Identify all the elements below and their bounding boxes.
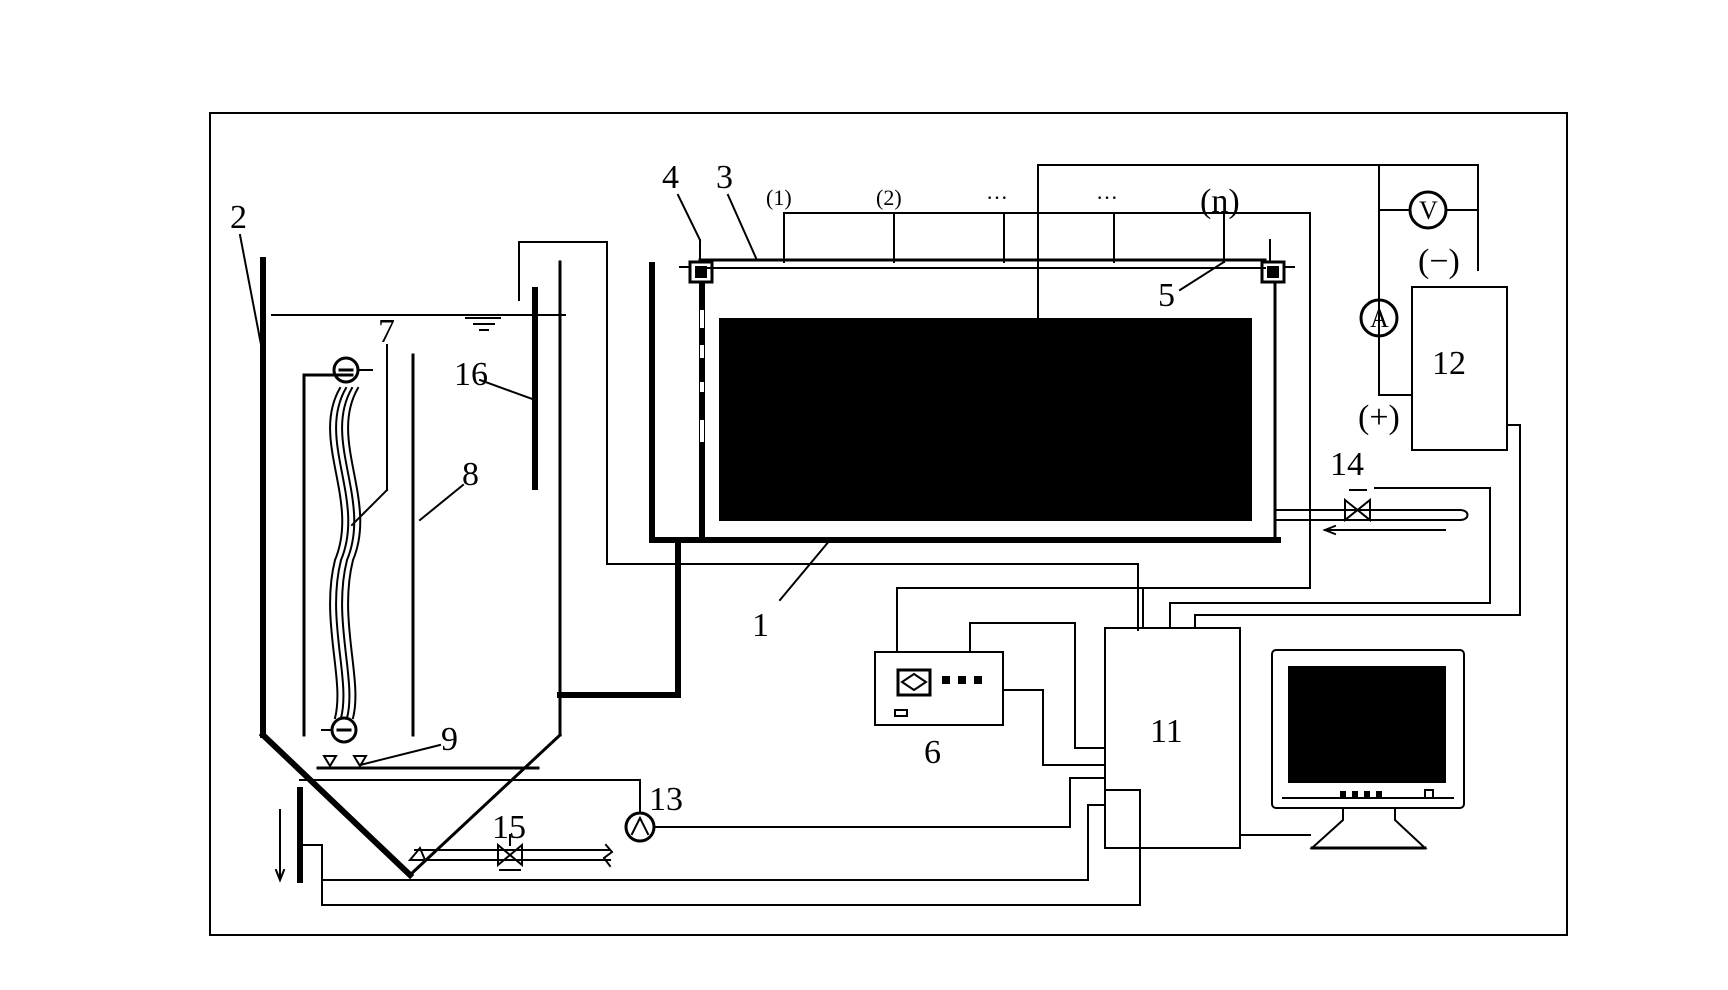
leader-lines bbox=[238, 193, 1226, 767]
inner-draft-tube bbox=[302, 373, 354, 737]
computer-monitor bbox=[1271, 649, 1465, 850]
probe-signal-line bbox=[299, 789, 1141, 906]
label-13: 13 bbox=[649, 781, 683, 818]
outer-frame bbox=[209, 112, 1568, 936]
reactor-1 bbox=[649, 262, 1281, 543]
label-16: 16 bbox=[454, 356, 488, 393]
label-11: 11 bbox=[1150, 713, 1183, 750]
meter-loop bbox=[1378, 164, 1413, 396]
ammeter bbox=[1359, 298, 1399, 338]
voltmeter bbox=[1408, 190, 1448, 230]
ammeter-label: A bbox=[1370, 304, 1389, 333]
tank-reactor-pipe bbox=[557, 537, 681, 698]
pump-signal-line bbox=[653, 777, 1106, 828]
valve14-signal bbox=[1169, 487, 1491, 629]
electrode-block bbox=[719, 318, 1252, 521]
label-15: 15 bbox=[492, 809, 526, 846]
controller-11 bbox=[1104, 627, 1241, 849]
probe-signal-line-2 bbox=[321, 804, 1106, 881]
power-supply-12 bbox=[1411, 286, 1508, 451]
polarity-positive: (+) bbox=[1358, 399, 1400, 436]
instr6-line-a bbox=[896, 587, 1144, 653]
outlet-valve-14 bbox=[1274, 489, 1469, 536]
tap-label-dots-1: ··· bbox=[986, 185, 1008, 210]
tap-label-1: (1) bbox=[766, 185, 792, 210]
label-2: 2 bbox=[230, 199, 247, 236]
psu-signal bbox=[1194, 424, 1521, 629]
tap-label-2: (2) bbox=[876, 185, 902, 210]
label-8: 8 bbox=[462, 456, 479, 493]
label-1: 1 bbox=[752, 607, 769, 644]
instrument-6 bbox=[874, 651, 1004, 726]
membrane-bundle-7 bbox=[321, 356, 373, 744]
left-tank bbox=[258, 257, 566, 880]
voltmeter-label: V bbox=[1419, 196, 1438, 225]
label-6: 6 bbox=[924, 734, 941, 771]
tap-label-dots-2: ··· bbox=[1096, 185, 1118, 210]
label-14: 14 bbox=[1330, 446, 1364, 483]
label-3: 3 bbox=[716, 159, 733, 196]
label-4: 4 bbox=[662, 159, 679, 196]
instr6-line-b bbox=[969, 622, 1106, 749]
overflow-pipe bbox=[518, 241, 1139, 631]
reactor-power-line bbox=[1037, 164, 1479, 319]
drain-valve-15 bbox=[407, 834, 614, 871]
label-12: 12 bbox=[1432, 345, 1466, 382]
instr6-line-c bbox=[1002, 689, 1106, 766]
aerator-9 bbox=[299, 755, 641, 813]
electrode-taps bbox=[783, 212, 1311, 589]
label-7: 7 bbox=[378, 313, 395, 350]
polarity-negative: (−) bbox=[1418, 243, 1460, 280]
electrode-bus-3 bbox=[679, 239, 1295, 284]
label-9: 9 bbox=[441, 721, 458, 758]
tap-label-n: (n) bbox=[1200, 183, 1240, 220]
label-5: 5 bbox=[1158, 277, 1175, 314]
